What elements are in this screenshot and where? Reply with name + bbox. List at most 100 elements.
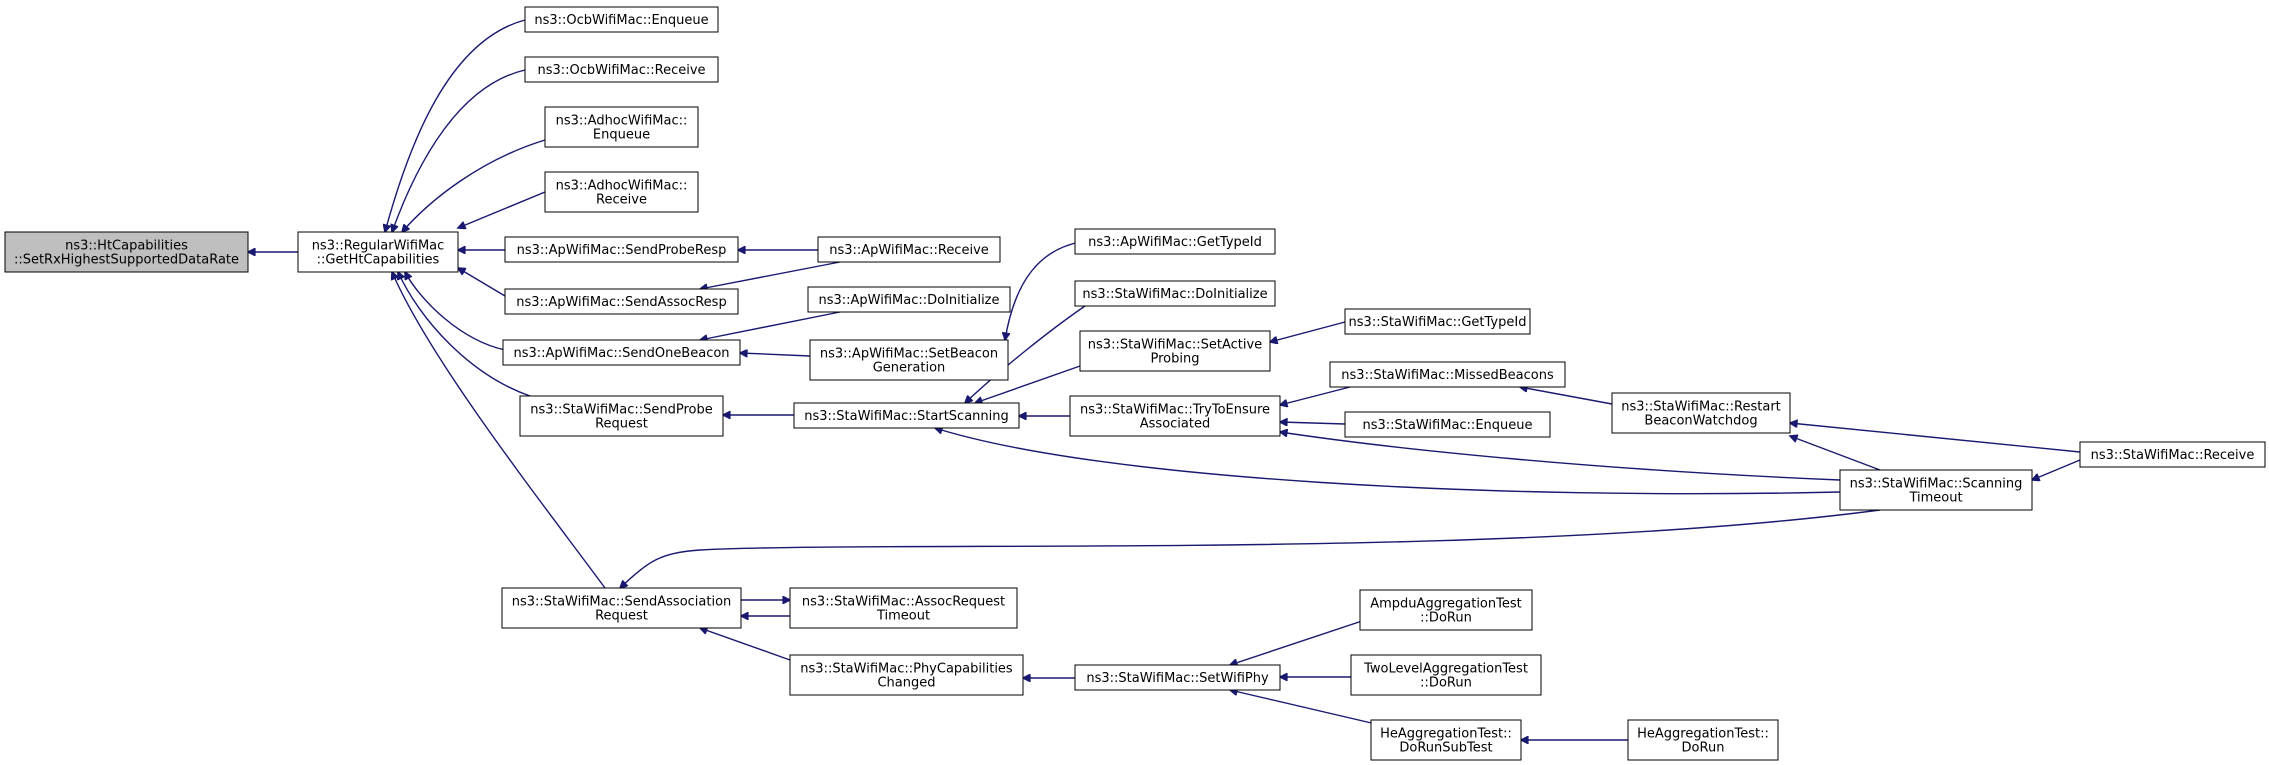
node-ocb-enq[interactable]: ns3::OcbWifiMac::Enqueue — [524, 6, 719, 33]
node-box — [504, 288, 739, 315]
node-box — [524, 6, 719, 33]
node-label: ns3::ApWifiMac::GetTypeId — [1088, 235, 1262, 250]
edge-adhoc_rcv-to-getht — [458, 191, 546, 228]
node-label: ns3::OcbWifiMac::Enqueue — [534, 13, 708, 28]
node-label: ns3::ApWifiMac::DoInitialize — [818, 293, 999, 308]
node-sta-rcv[interactable]: ns3::StaWifiMac::Receive — [2079, 441, 2266, 468]
edge-ap_doinit-to-ap_beacon — [700, 311, 841, 340]
node-ap-rcv[interactable]: ns3::ApWifiMac::Receive — [817, 236, 1001, 263]
node-sta-missed[interactable]: ns3::StaWifiMac::MissedBeacons — [1329, 361, 1566, 388]
node-box — [817, 236, 1001, 263]
node-label: ::DoRun — [1420, 611, 1472, 626]
node-box — [1350, 654, 1542, 696]
node-box — [1344, 411, 1551, 438]
node-label: ns3::OcbWifiMac::Receive — [537, 63, 705, 78]
node-label: ns3::StaWifiMac::SendAssociation — [512, 595, 732, 610]
node-he-sub[interactable]: HeAggregationTest::DoRunSubTest — [1370, 719, 1522, 761]
node-he-run[interactable]: HeAggregationTest::DoRun — [1627, 719, 1779, 761]
node-box — [1370, 719, 1522, 761]
node-label: ns3::StaWifiMac::AssocRequest — [802, 595, 1005, 610]
node-ap-beacon[interactable]: ns3::ApWifiMac::SendOneBeacon — [502, 339, 741, 366]
node-label: ns3::StaWifiMac::TryToEnsure — [1080, 403, 1270, 418]
node-box — [1344, 308, 1531, 335]
node-sta-typeid[interactable]: ns3::StaWifiMac::GetTypeId — [1344, 308, 1531, 335]
node-box — [1611, 392, 1791, 434]
node-box — [4, 231, 249, 273]
node-box — [1359, 589, 1533, 631]
edge-adhoc_enq-to-getht — [402, 139, 546, 232]
node-label: ns3::StaWifiMac::MissedBeacons — [1341, 368, 1554, 383]
edge-sta_scantimeout-to-sta_assocreq — [620, 509, 1881, 588]
edge-ap_typeid-to-ap_setbeacon — [1005, 241, 1081, 340]
node-label: Associated — [1140, 417, 1210, 432]
node-ap-doinit[interactable]: ns3::ApWifiMac::DoInitialize — [807, 286, 1011, 313]
edge-ap_beacon-to-getht — [405, 272, 506, 351]
node-label: AmpduAggregationTest — [1370, 597, 1521, 612]
edges-layer — [248, 19, 2081, 740]
node-ap-typeid[interactable]: ns3::ApWifiMac::GetTypeId — [1074, 228, 1276, 255]
node-label: ns3::RegularWifiMac — [312, 239, 445, 254]
edge-sta_scantimeout-to-sta_try — [1280, 432, 1841, 481]
node-twolevel[interactable]: TwoLevelAggregationTest::DoRun — [1350, 654, 1542, 696]
node-label: ns3::StaWifiMac::StartScanning — [804, 409, 1009, 424]
edge-sta_enq-to-sta_try — [1280, 422, 1346, 424]
node-sta-doinit[interactable]: ns3::StaWifiMac::DoInitialize — [1074, 280, 1276, 307]
edge-ap_rcv-to-ap_assoc — [700, 261, 841, 289]
node-adhoc-rcv[interactable]: ns3::AdhocWifiMac::Receive — [544, 171, 699, 213]
node-sta-setphy[interactable]: ns3::StaWifiMac::SetWifiPhy — [1074, 664, 1281, 691]
node-box — [544, 106, 699, 148]
node-label: DoRun — [1682, 741, 1725, 756]
edge-sta_assocreq-to-getht — [392, 272, 606, 589]
node-label: ns3::StaWifiMac::PhyCapabilities — [800, 662, 1013, 677]
node-label: BeaconWatchdog — [1644, 414, 1757, 429]
node-label: TwoLevelAggregationTest — [1363, 662, 1528, 677]
node-box — [789, 587, 1018, 629]
node-label: ns3::ApWifiMac::SendProbeResp — [517, 243, 727, 258]
node-getht[interactable]: ns3::RegularWifiMac::GetHtCapabilities — [297, 231, 459, 273]
node-box — [1069, 395, 1281, 437]
edge-ampdu-to-sta_setphy — [1230, 614, 1381, 665]
edge-he_sub-to-sta_setphy — [1230, 690, 1381, 726]
node-label: ns3::ApWifiMac::SendAssocResp — [516, 295, 726, 310]
node-box — [1329, 361, 1566, 388]
node-box — [502, 339, 741, 366]
node-label: DoRunSubTest — [1399, 741, 1492, 756]
edge-ocb_enq-to-getht — [385, 19, 526, 232]
node-adhoc-enq[interactable]: ns3::AdhocWifiMac::Enqueue — [544, 106, 699, 148]
node-label: ns3::StaWifiMac::Restart — [1621, 400, 1781, 415]
edge-sta_doinit-to-sta_scan — [965, 305, 1086, 403]
node-label: ns3::AdhocWifiMac:: — [556, 114, 688, 129]
node-box — [1074, 228, 1276, 255]
edge-sta_scantimeout-to-sta_restart — [1790, 436, 1881, 471]
node-ampdu[interactable]: AmpduAggregationTest::DoRun — [1359, 589, 1533, 631]
node-label: ::SetRxHighestSupportedDataRate — [14, 253, 239, 268]
edge-sta_rcv-to-sta_scantimeout — [2032, 459, 2081, 480]
node-ap-probe[interactable]: ns3::ApWifiMac::SendProbeResp — [504, 236, 739, 263]
node-sta-scan[interactable]: ns3::StaWifiMac::StartScanning — [793, 402, 1020, 429]
node-label: Generation — [873, 361, 946, 376]
edge-sta_rcv-to-sta_restart — [1790, 423, 2081, 453]
node-sta-enq[interactable]: ns3::StaWifiMac::Enqueue — [1344, 411, 1551, 438]
node-label: Request — [595, 609, 648, 624]
node-box — [504, 236, 739, 263]
node-ocb-rcv[interactable]: ns3::OcbWifiMac::Receive — [524, 56, 719, 83]
node-box — [297, 231, 459, 273]
node-box — [1627, 719, 1779, 761]
node-box — [1079, 330, 1271, 372]
node-label: Request — [595, 417, 648, 432]
node-ap-assoc[interactable]: ns3::ApWifiMac::SendAssocResp — [504, 288, 739, 315]
node-label: ns3::StaWifiMac::SetWifiPhy — [1086, 671, 1269, 686]
node-root[interactable]: ns3::HtCapabilities::SetRxHighestSupport… — [4, 231, 249, 273]
node-label: Probing — [1151, 352, 1200, 367]
node-label: Changed — [877, 676, 935, 691]
